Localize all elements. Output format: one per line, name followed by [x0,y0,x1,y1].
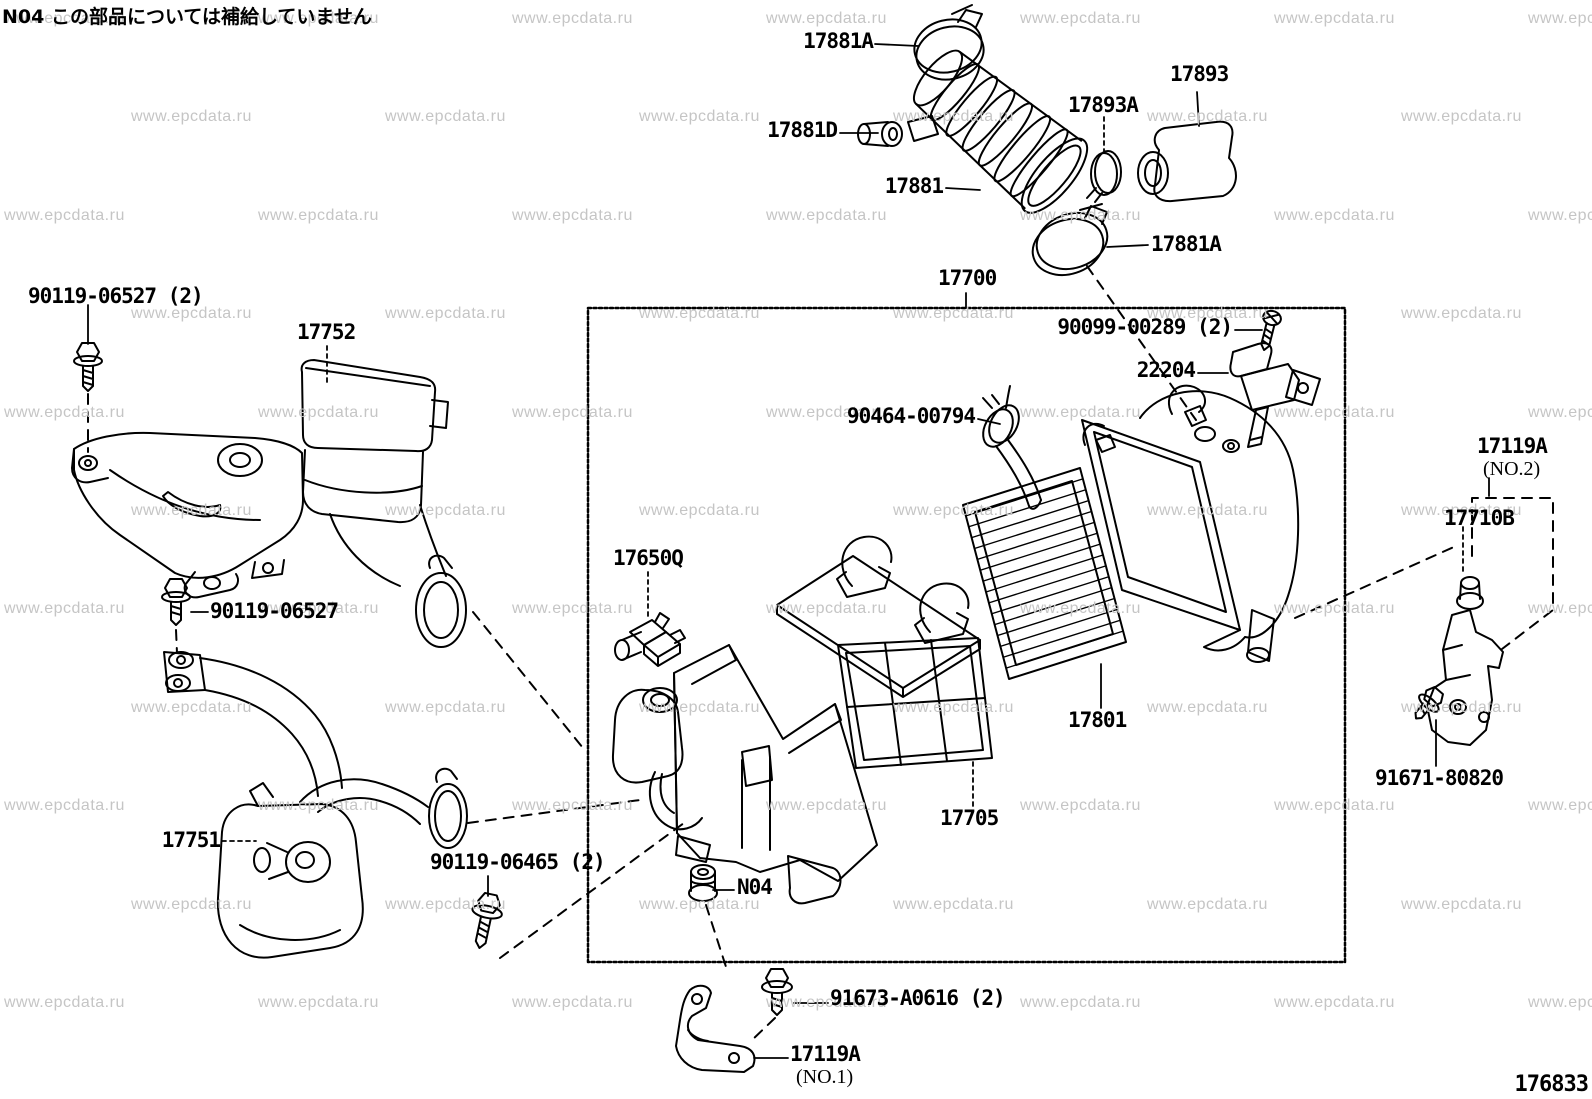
grommet-n04 [689,865,717,901]
bolt-91673-a0616 [762,969,792,1015]
supply-note: N04 この部品については補給していません [2,6,372,28]
sensor-boss-17881d-port [908,116,938,141]
sheet-number: 176833 [1514,1072,1589,1097]
bracket-17119a-no2 [1427,610,1503,745]
air-filter-17801 [963,468,1126,679]
air-cleaner-cap [1082,386,1298,662]
spring-clamp-1 [837,537,891,597]
bolt-90119-06527-lower [162,579,190,625]
bolt-90119-06527-upper [74,343,102,391]
bolt-90119-06465 [465,891,506,951]
spring-clamp-2 [915,584,968,643]
hose-17881 [898,34,1097,222]
air-cleaner-case-17705 [613,645,877,903]
inlet-boot-17893 [1138,122,1236,201]
clamp-17881a-bottom [1025,204,1114,284]
assembly-box-17700 [588,308,1345,962]
clamp-17893a [1087,151,1121,202]
lower-intake-duct [164,652,342,796]
inlet-duct-17752 [72,360,466,647]
hose-clamp-90464-00794 [977,386,1041,509]
resonator-17751 [218,769,467,958]
valve-17881d [858,122,902,146]
dotted-label-leaders [222,117,1463,841]
inlet-tray-cover [777,537,980,697]
vacuum-valve-17650q [615,613,685,666]
maf-sensor-22204 [1230,343,1320,447]
bracket-17119a-no1 [676,986,754,1072]
assembly-dashed-connectors [88,266,1553,1042]
label-leader-lines [88,44,1489,1058]
grommet-17710b [1457,577,1483,609]
filter-support-grid [838,638,992,768]
screw-90099-00289 [1255,309,1282,352]
